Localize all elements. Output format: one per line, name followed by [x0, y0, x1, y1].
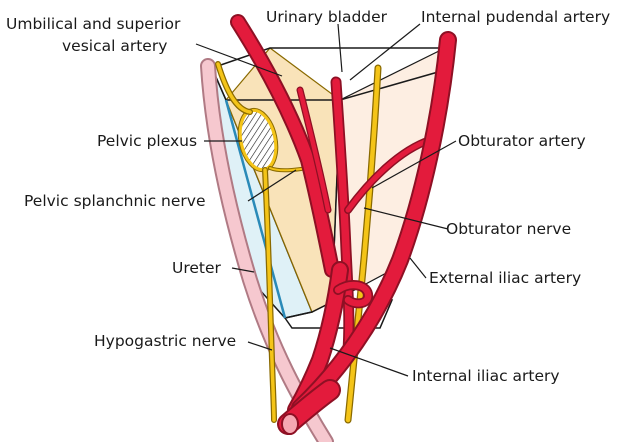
- label-umbilical-line2: vesical artery: [62, 37, 167, 55]
- label-obturator-artery: Obturator artery: [458, 132, 586, 150]
- label-internal-iliac-artery: Internal iliac artery: [412, 367, 560, 385]
- label-urinary-bladder: Urinary bladder: [266, 8, 388, 26]
- label-ureter: Ureter: [172, 259, 222, 277]
- label-umbilical-line1: Umbilical and superior: [6, 15, 181, 33]
- label-pelvic-plexus: Pelvic plexus: [97, 132, 197, 150]
- label-hypogastric-nerve: Hypogastric nerve: [94, 332, 236, 350]
- label-external-iliac-artery: External iliac artery: [429, 269, 581, 287]
- label-pelvic-splanchnic-nerve: Pelvic splanchnic nerve: [24, 192, 205, 210]
- label-internal-pudendal-artery: Internal pudendal artery: [421, 8, 610, 26]
- label-obturator-nerve: Obturator nerve: [446, 220, 571, 238]
